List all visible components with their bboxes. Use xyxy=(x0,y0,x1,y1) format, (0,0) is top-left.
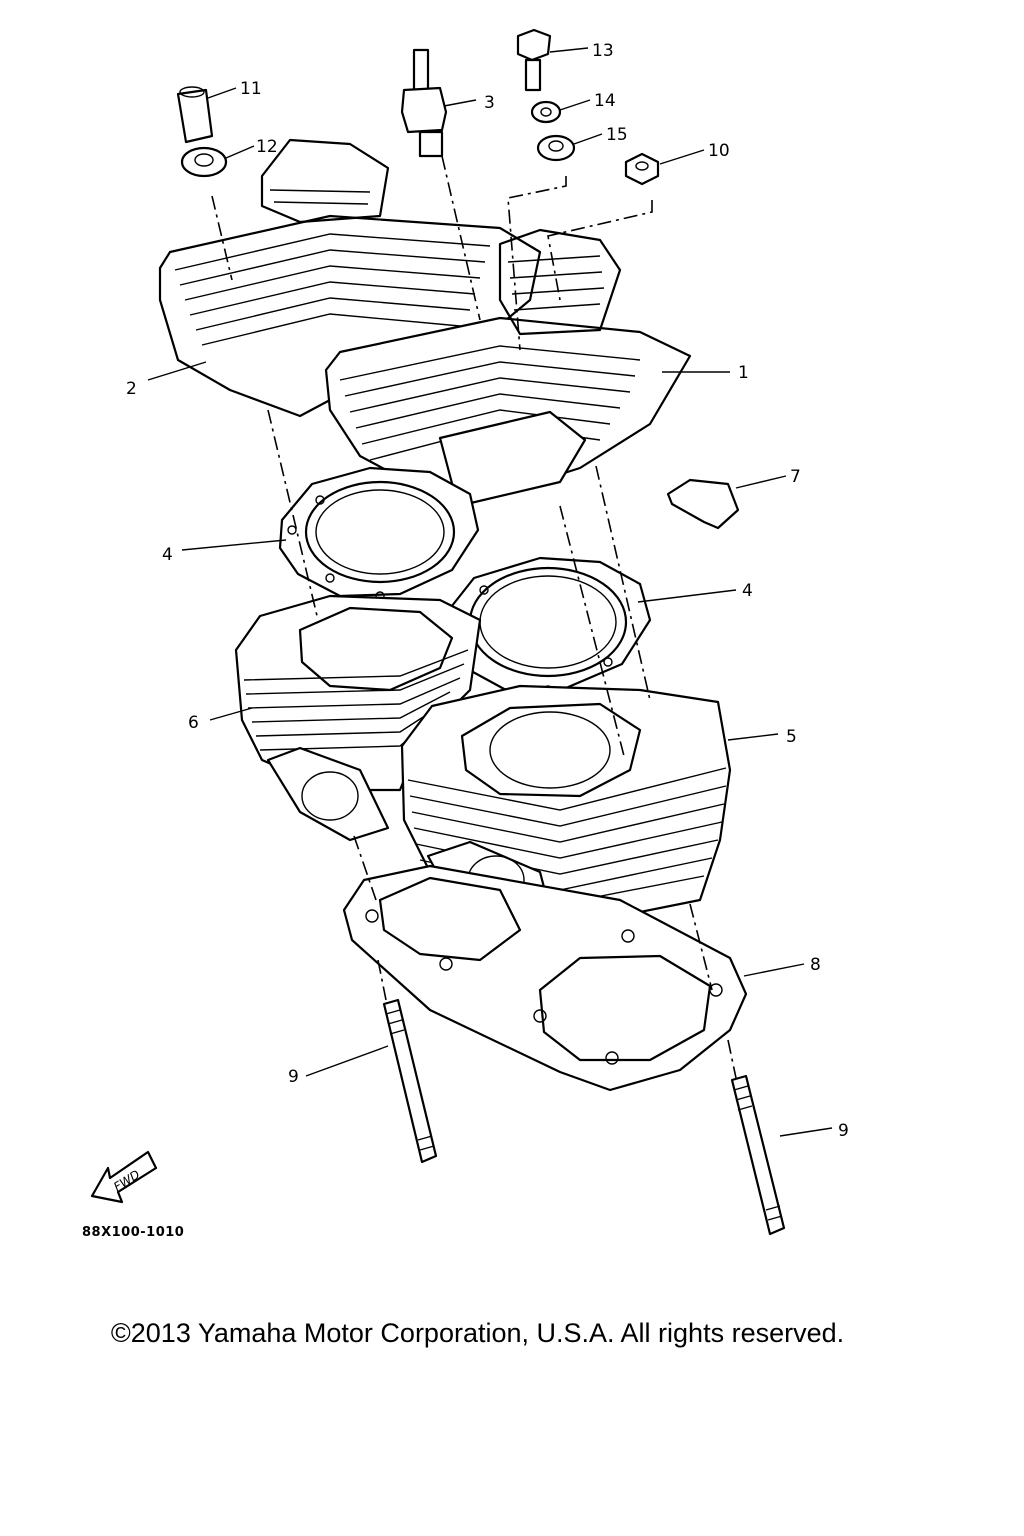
washer-12 xyxy=(180,146,228,178)
leader-lines xyxy=(147,47,833,1137)
callout-13: 13 xyxy=(592,41,614,61)
callout-3: 3 xyxy=(484,93,495,113)
callout-4-front: 4 xyxy=(742,581,753,601)
callout-9-right: 9 xyxy=(838,1121,849,1141)
callout-14: 14 xyxy=(594,91,616,111)
callout-12: 12 xyxy=(256,137,278,157)
callout-11: 11 xyxy=(240,79,262,99)
cylinder-head-rear xyxy=(158,138,542,418)
head-bolt xyxy=(516,28,552,92)
copyright-notice: ©2013 Yamaha Motor Corporation, U.S.A. A… xyxy=(110,1318,845,1348)
washer-14 xyxy=(530,100,562,124)
callout-5: 5 xyxy=(786,727,797,747)
stud-bolt-right xyxy=(730,1074,786,1236)
spark-plug xyxy=(400,48,448,158)
alignment-lines xyxy=(211,155,737,1079)
callout-4-rear: 4 xyxy=(162,545,173,565)
washer-15 xyxy=(536,134,576,162)
callout-labels: 1 2 3 4 4 5 6 7 8 9 9 10 11 12 13 14 15 xyxy=(126,41,849,1141)
diagram-code: 88X100-1010 xyxy=(82,1225,184,1240)
callout-9-left: 9 xyxy=(288,1067,299,1087)
callout-10: 10 xyxy=(708,141,730,161)
cap-nut xyxy=(624,152,660,186)
head-gasket-rear xyxy=(278,466,480,601)
callout-7: 7 xyxy=(790,467,801,487)
forward-arrow-icon: FWD xyxy=(90,1150,158,1204)
callout-8: 8 xyxy=(810,955,821,975)
collar xyxy=(176,86,214,144)
rubber-cap xyxy=(666,478,740,530)
callout-2: 2 xyxy=(126,379,137,399)
base-gasket xyxy=(342,864,748,1092)
callout-1: 1 xyxy=(738,363,749,383)
callout-15: 15 xyxy=(606,125,628,145)
stud-bolt-left xyxy=(382,998,438,1164)
callout-6: 6 xyxy=(188,713,199,733)
cylinder-head-front xyxy=(324,228,692,508)
